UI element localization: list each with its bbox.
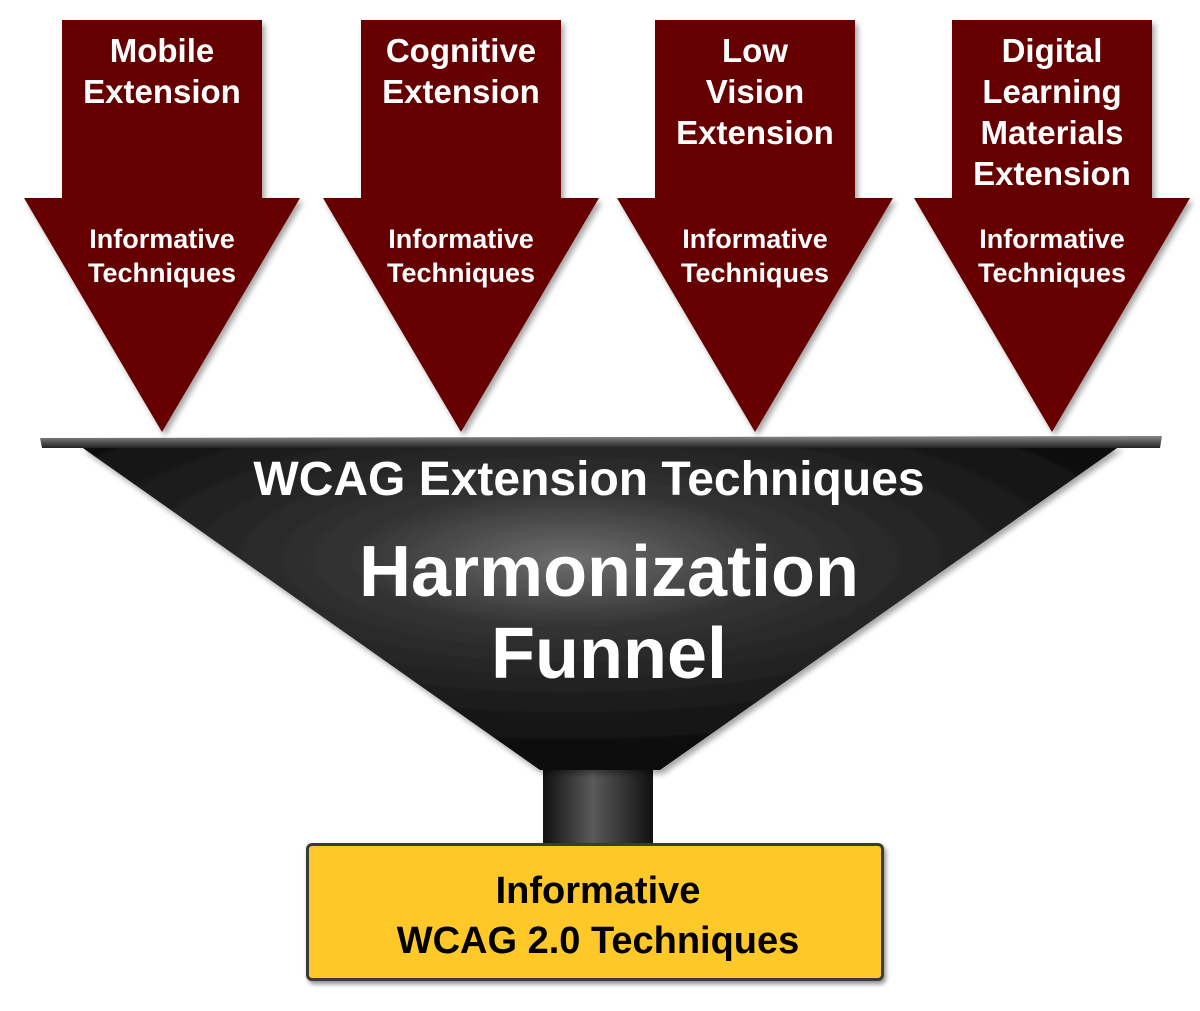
funnel-stem bbox=[543, 755, 653, 847]
arrow-1-title-line: Mobile bbox=[109, 32, 215, 69]
arrow-2-title-line: Extension bbox=[382, 73, 540, 110]
arrow-4-title-line: Learning bbox=[982, 73, 1122, 110]
output-box: Informative WCAG 2.0 Techniques bbox=[306, 843, 884, 981]
funnel-top-label: WCAG Extension Techniques bbox=[253, 453, 925, 506]
arrow-group bbox=[24, 20, 1190, 432]
arrow-1-subtitle-line: Techniques bbox=[87, 258, 237, 288]
arrow-4-title-line: Extension bbox=[973, 155, 1131, 192]
arrow-4-title-line: Digital bbox=[1001, 32, 1103, 69]
extension-arrow-2 bbox=[323, 20, 599, 432]
output-line-2: WCAG 2.0 Techniques bbox=[396, 920, 800, 962]
arrow-1-title-line: Extension bbox=[83, 73, 241, 110]
extension-arrow-4 bbox=[914, 20, 1190, 432]
arrow-3-subtitle-line: Informative bbox=[682, 224, 828, 254]
arrow-4-subtitle-line: Techniques bbox=[977, 258, 1127, 288]
funnel-cone bbox=[80, 446, 1120, 770]
extension-arrow-3 bbox=[617, 20, 893, 432]
funnel-title-line-2: Funnel bbox=[491, 614, 727, 694]
arrow-1-subtitle-line: Informative bbox=[89, 224, 235, 254]
funnel-rim bbox=[40, 436, 1162, 448]
arrow-3-title-line: Extension bbox=[676, 114, 834, 151]
funnel-title-line-1: Harmonization bbox=[358, 532, 860, 612]
arrow-3-title-line: Low bbox=[722, 32, 788, 69]
arrow-4-title-line: Materials bbox=[980, 114, 1124, 151]
arrow-4-subtitle-line: Informative bbox=[979, 224, 1125, 254]
arrow-2-subtitle-line: Informative bbox=[388, 224, 534, 254]
arrow-3-subtitle-line: Techniques bbox=[680, 258, 830, 288]
arrow-2-title-line: Cognitive bbox=[385, 32, 537, 69]
output-line-1: Informative bbox=[495, 870, 701, 912]
extension-arrow-1 bbox=[24, 20, 300, 432]
arrow-2-subtitle-line: Techniques bbox=[386, 258, 536, 288]
arrow-3-title-line: Vision bbox=[705, 73, 805, 110]
